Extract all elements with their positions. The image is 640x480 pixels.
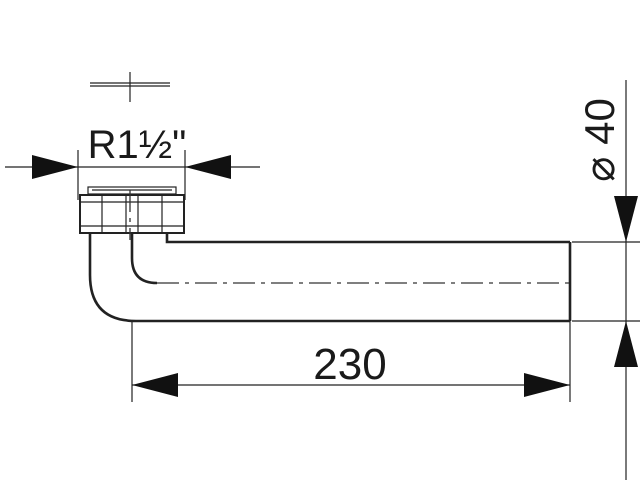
arrow-right <box>524 373 570 397</box>
thread-size-label: R1½" <box>88 123 187 167</box>
thread-dimension <box>5 150 260 200</box>
arrow-down <box>614 196 638 242</box>
thread-symbol <box>90 72 170 102</box>
diameter-label: ⌀ 40 <box>576 98 623 182</box>
length-label: 230 <box>313 340 386 389</box>
arrow-right <box>32 155 78 179</box>
length-dimension <box>131 321 571 402</box>
nut-fitting <box>79 186 185 234</box>
diameter-dimension <box>572 80 640 480</box>
arrow-left <box>185 155 231 179</box>
arrow-left <box>132 373 178 397</box>
arrow-up <box>614 321 638 367</box>
pipe-elbow <box>88 190 575 323</box>
